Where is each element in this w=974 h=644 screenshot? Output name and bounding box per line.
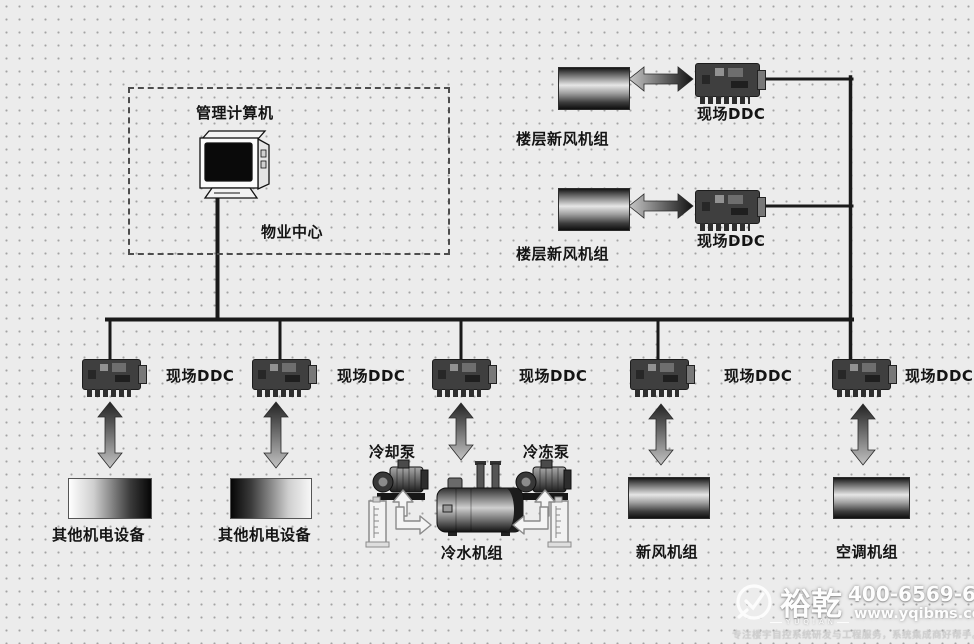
double-arrow-floor-2 (628, 193, 694, 219)
field-ddc-chip-1 (82, 359, 147, 397)
watermark-website: www.yqibms.com (854, 606, 974, 622)
field-ddc-chip-3 (432, 359, 497, 397)
field-ddc-chip-floor-2 (695, 190, 766, 231)
field-ddc-2-label: 现场DDC (337, 367, 406, 385)
fresh-air-unit-label: 新风机组 (636, 543, 699, 561)
management-computer-label: 管理计算机 (196, 104, 274, 122)
floor-fresh-air-unit-2 (558, 188, 630, 231)
other-equipment-2 (230, 478, 312, 519)
vertical-double-arrows (97, 401, 876, 469)
gauge-right-icon (547, 496, 572, 548)
field-ddc-chip-4 (630, 359, 695, 397)
double-arrow-ddc-1 (97, 401, 123, 469)
network-lines (105, 75, 854, 362)
air-conditioning-unit (833, 477, 910, 519)
field-ddc-floor-2-label: 现场DDC (697, 232, 766, 250)
horizontal-double-arrows (628, 66, 694, 219)
chiller-icon (436, 461, 524, 536)
field-ddc-chip-2 (252, 359, 317, 397)
yuqian-logo-icon (736, 584, 772, 620)
field-ddc-floor-1-label: 现场DDC (697, 105, 766, 123)
field-ddc-5-label: 现场DDC (905, 367, 974, 385)
watermark: 裕乾 YUQIAN 400-6569-698 www.yqibms.com 专注… (726, 581, 974, 644)
watermark-tagline: 专注楼宇自控系统研发与工程服务，系统集成商好帮手。 (732, 630, 974, 641)
field-ddc-chip-5 (832, 359, 897, 397)
double-arrow-ddc-4 (648, 403, 674, 466)
flow-arrow-elbow-left (395, 506, 432, 535)
floor-fresh-air-unit-1 (558, 67, 630, 110)
fresh-air-unit (628, 477, 710, 519)
double-arrow-ddc-3 (448, 402, 474, 461)
other-equipment-2-label: 其他机电设备 (218, 526, 312, 544)
double-arrow-ddc-5 (850, 403, 876, 466)
flow-arrow-elbow-right (512, 506, 549, 535)
watermark-brand-latin: YUQIAN (770, 618, 849, 626)
double-arrow-floor-1 (628, 66, 694, 92)
flow-arrows (392, 489, 556, 535)
field-ddc-4-label: 现场DDC (724, 367, 793, 385)
chilled-pump-label: 冷冻泵 (523, 443, 570, 461)
property-center-label: 物业中心 (261, 223, 324, 241)
computer-monitor-icon (199, 130, 270, 199)
property-center-boundary (128, 87, 450, 255)
air-conditioning-unit-label: 空调机组 (836, 543, 899, 561)
field-ddc-chip-floor-1 (695, 63, 766, 104)
field-ddc-3-label: 现场DDC (519, 367, 588, 385)
cooling-pump-label: 冷却泵 (369, 443, 416, 461)
watermark-brand: 裕乾 (780, 587, 842, 623)
field-ddc-1-label: 现场DDC (166, 367, 235, 385)
double-arrow-ddc-2 (263, 401, 289, 469)
watermark-phone: 400-6569-698 (848, 582, 974, 606)
other-equipment-1-label: 其他机电设备 (52, 526, 146, 544)
gauge-left-icon (365, 496, 390, 548)
floor-fresh-air-unit-1-label: 楼层新风机组 (516, 130, 610, 148)
other-equipment-1 (68, 478, 152, 519)
chiller-label: 冷水机组 (441, 544, 504, 562)
floor-fresh-air-unit-2-label: 楼层新风机组 (516, 245, 610, 263)
